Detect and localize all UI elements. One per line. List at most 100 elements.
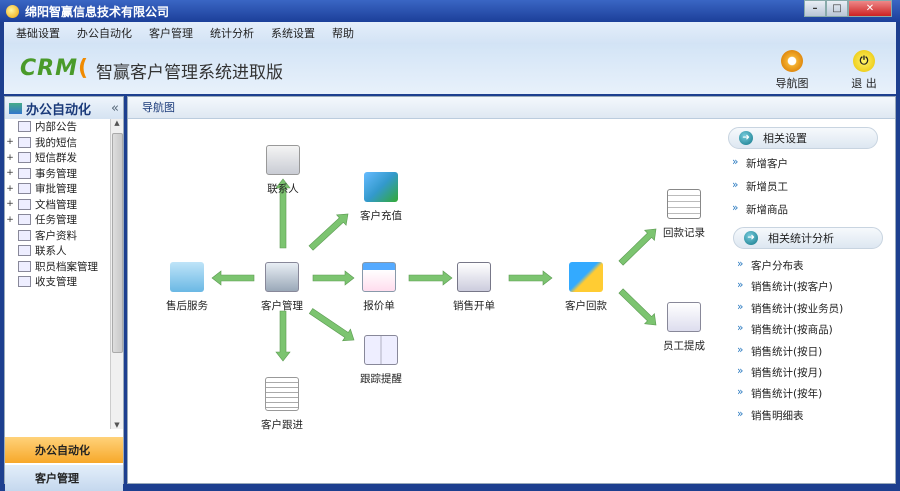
expand-icon[interactable]: + xyxy=(6,214,14,225)
power-icon: ⏻ xyxy=(853,50,875,72)
collapse-button[interactable]: « xyxy=(111,100,119,116)
related-link[interactable]: »新增员工 xyxy=(732,179,788,194)
node-payrecord[interactable]: 回款记录 xyxy=(649,189,719,240)
related-link[interactable]: » 销售统计(按月) xyxy=(737,365,822,380)
monitor-icon xyxy=(9,102,22,114)
tree-item[interactable]: + 我的短信 xyxy=(5,135,112,151)
nav-map-button[interactable]: 导航图 xyxy=(772,50,812,91)
link-label: 销售明细表 xyxy=(751,409,804,422)
item-icon xyxy=(18,121,31,133)
related-settings-header: ➜ 相关设置 xyxy=(728,127,878,149)
related-link[interactable]: »销售统计(按年) xyxy=(737,386,822,401)
building-doc-icon xyxy=(667,302,701,332)
flow-arrow xyxy=(312,270,355,286)
double-chevron-icon: » xyxy=(732,156,739,168)
menu-office[interactable]: 办公自动化 xyxy=(77,27,132,40)
close-button[interactable]: ✕ xyxy=(848,0,892,17)
node-aftersales[interactable]: 售后服务 xyxy=(152,262,222,313)
related-link[interactable]: »客户分布表 xyxy=(737,258,804,273)
tree-item[interactable]: 职员档案管理 xyxy=(5,259,112,275)
link-label: 销售统计(按月) xyxy=(751,367,823,379)
link-label: 销售统计(按商品) xyxy=(751,324,833,337)
tree-item-label: 文档管理 xyxy=(35,198,77,211)
link-label: 销售统计(按年) xyxy=(751,388,823,401)
item-icon xyxy=(18,167,31,179)
node-reminder[interactable]: 跟踪提醒 xyxy=(346,335,416,386)
maximize-button[interactable]: □ xyxy=(826,0,848,17)
item-icon xyxy=(18,183,31,195)
outlook-customer[interactable]: 客户管理 xyxy=(5,465,123,491)
related-link[interactable]: »新增商品 xyxy=(732,202,788,217)
menu-help[interactable]: 帮助 xyxy=(332,27,354,40)
crm-logo: CRM( xyxy=(20,56,90,81)
expand-icon[interactable]: + xyxy=(6,183,14,194)
node-quote[interactable]: 报价单 xyxy=(344,262,414,313)
node-commission[interactable]: 员工提成 xyxy=(649,302,719,353)
item-icon xyxy=(18,136,31,148)
double-chevron-icon: » xyxy=(737,258,744,270)
scroll-thumb[interactable] xyxy=(112,133,123,353)
link-label: 新增客户 xyxy=(746,158,788,170)
tree-item[interactable]: 内部公告 xyxy=(5,119,112,135)
item-icon xyxy=(18,214,31,226)
double-chevron-icon: » xyxy=(737,407,744,420)
tree-item[interactable]: 收支管理 xyxy=(5,274,112,290)
exit-button[interactable]: ⏻ 退 出 xyxy=(844,50,884,91)
link-label: 新增员工 xyxy=(746,181,788,193)
double-chevron-icon: » xyxy=(737,365,744,377)
link-label: 销售统计(按业务员) xyxy=(751,302,844,315)
node-label: 联系人 xyxy=(267,183,299,195)
expand-icon[interactable]: + xyxy=(6,137,14,148)
item-icon xyxy=(18,260,31,272)
window-title: 绵阳智赢信息技术有限公司 xyxy=(25,4,170,19)
tree-item[interactable]: 联系人 xyxy=(5,243,112,259)
tab-nav-map[interactable]: 导航图 xyxy=(128,97,895,119)
expand-icon[interactable]: + xyxy=(6,168,14,179)
outlook-office[interactable]: 办公自动化 xyxy=(5,437,123,463)
sidebar-scrollbar[interactable]: ▲ ▼ xyxy=(110,119,123,429)
related-link[interactable]: »销售统计(按商品) xyxy=(737,322,833,337)
node-contacts[interactable]: 联系人 xyxy=(248,145,318,196)
section-title: 相关设置 xyxy=(763,132,807,145)
tree-item[interactable]: 客户资料 xyxy=(5,228,112,244)
menu-basic[interactable]: 基础设置 xyxy=(16,27,60,40)
tree-item[interactable]: + 审批管理 xyxy=(5,181,112,197)
sidebar: 办公自动化 « 内部公告+我的短信+短信群发+事务管理+审批管理+文档管理+任务… xyxy=(4,96,124,491)
computer-icon xyxy=(265,262,299,292)
related-link[interactable]: » 销售明细表 xyxy=(737,408,804,423)
related-link[interactable]: »销售统计(按客户) xyxy=(737,279,833,294)
flow-arrow xyxy=(408,270,453,286)
tree-item[interactable]: +事务管理 xyxy=(5,166,112,182)
expand-icon[interactable]: + xyxy=(6,199,14,210)
tree-item-label: 我的短信 xyxy=(35,136,77,149)
node-sale[interactable]: 销售开单 xyxy=(439,262,509,313)
flow-arrow xyxy=(275,310,291,362)
node-label: 报价单 xyxy=(363,300,395,312)
tree-item[interactable]: + 文档管理 xyxy=(5,197,112,213)
tree-item[interactable]: +短信群发 xyxy=(5,150,112,166)
menu-system[interactable]: 系统设置 xyxy=(271,27,315,40)
tree-item-label: 内部公告 xyxy=(35,121,77,134)
node-customer[interactable]: 客户管理 xyxy=(247,262,317,313)
arrow-circle-icon: ➜ xyxy=(739,131,753,145)
tree-item-label: 审批管理 xyxy=(35,183,77,196)
tree-item-label: 联系人 xyxy=(35,245,67,258)
minimize-button[interactable]: – xyxy=(804,0,826,17)
node-followup[interactable]: 客户跟进 xyxy=(247,377,317,432)
exit-label: 退 出 xyxy=(851,77,877,90)
arrow-circle-icon: ➜ xyxy=(744,231,758,245)
menu-customer[interactable]: 客户管理 xyxy=(149,27,193,40)
related-link[interactable]: »销售统计(按日) xyxy=(737,344,822,359)
menu-stats[interactable]: 统计分析 xyxy=(210,27,254,40)
item-icon xyxy=(18,276,31,288)
expand-icon[interactable]: + xyxy=(6,152,14,163)
card-icon xyxy=(364,172,398,202)
related-link[interactable]: » 新增客户 xyxy=(732,156,788,171)
node-recharge[interactable]: 客户充值 xyxy=(346,172,416,223)
grid-add-icon xyxy=(667,189,701,219)
tree-item[interactable]: +任务管理 xyxy=(5,212,112,228)
node-payment[interactable]: 客户回款 xyxy=(551,262,621,313)
flow-arrow xyxy=(308,308,355,342)
related-link[interactable]: »销售统计(按业务员) xyxy=(737,301,843,316)
node-label: 跟踪提醒 xyxy=(360,373,402,385)
